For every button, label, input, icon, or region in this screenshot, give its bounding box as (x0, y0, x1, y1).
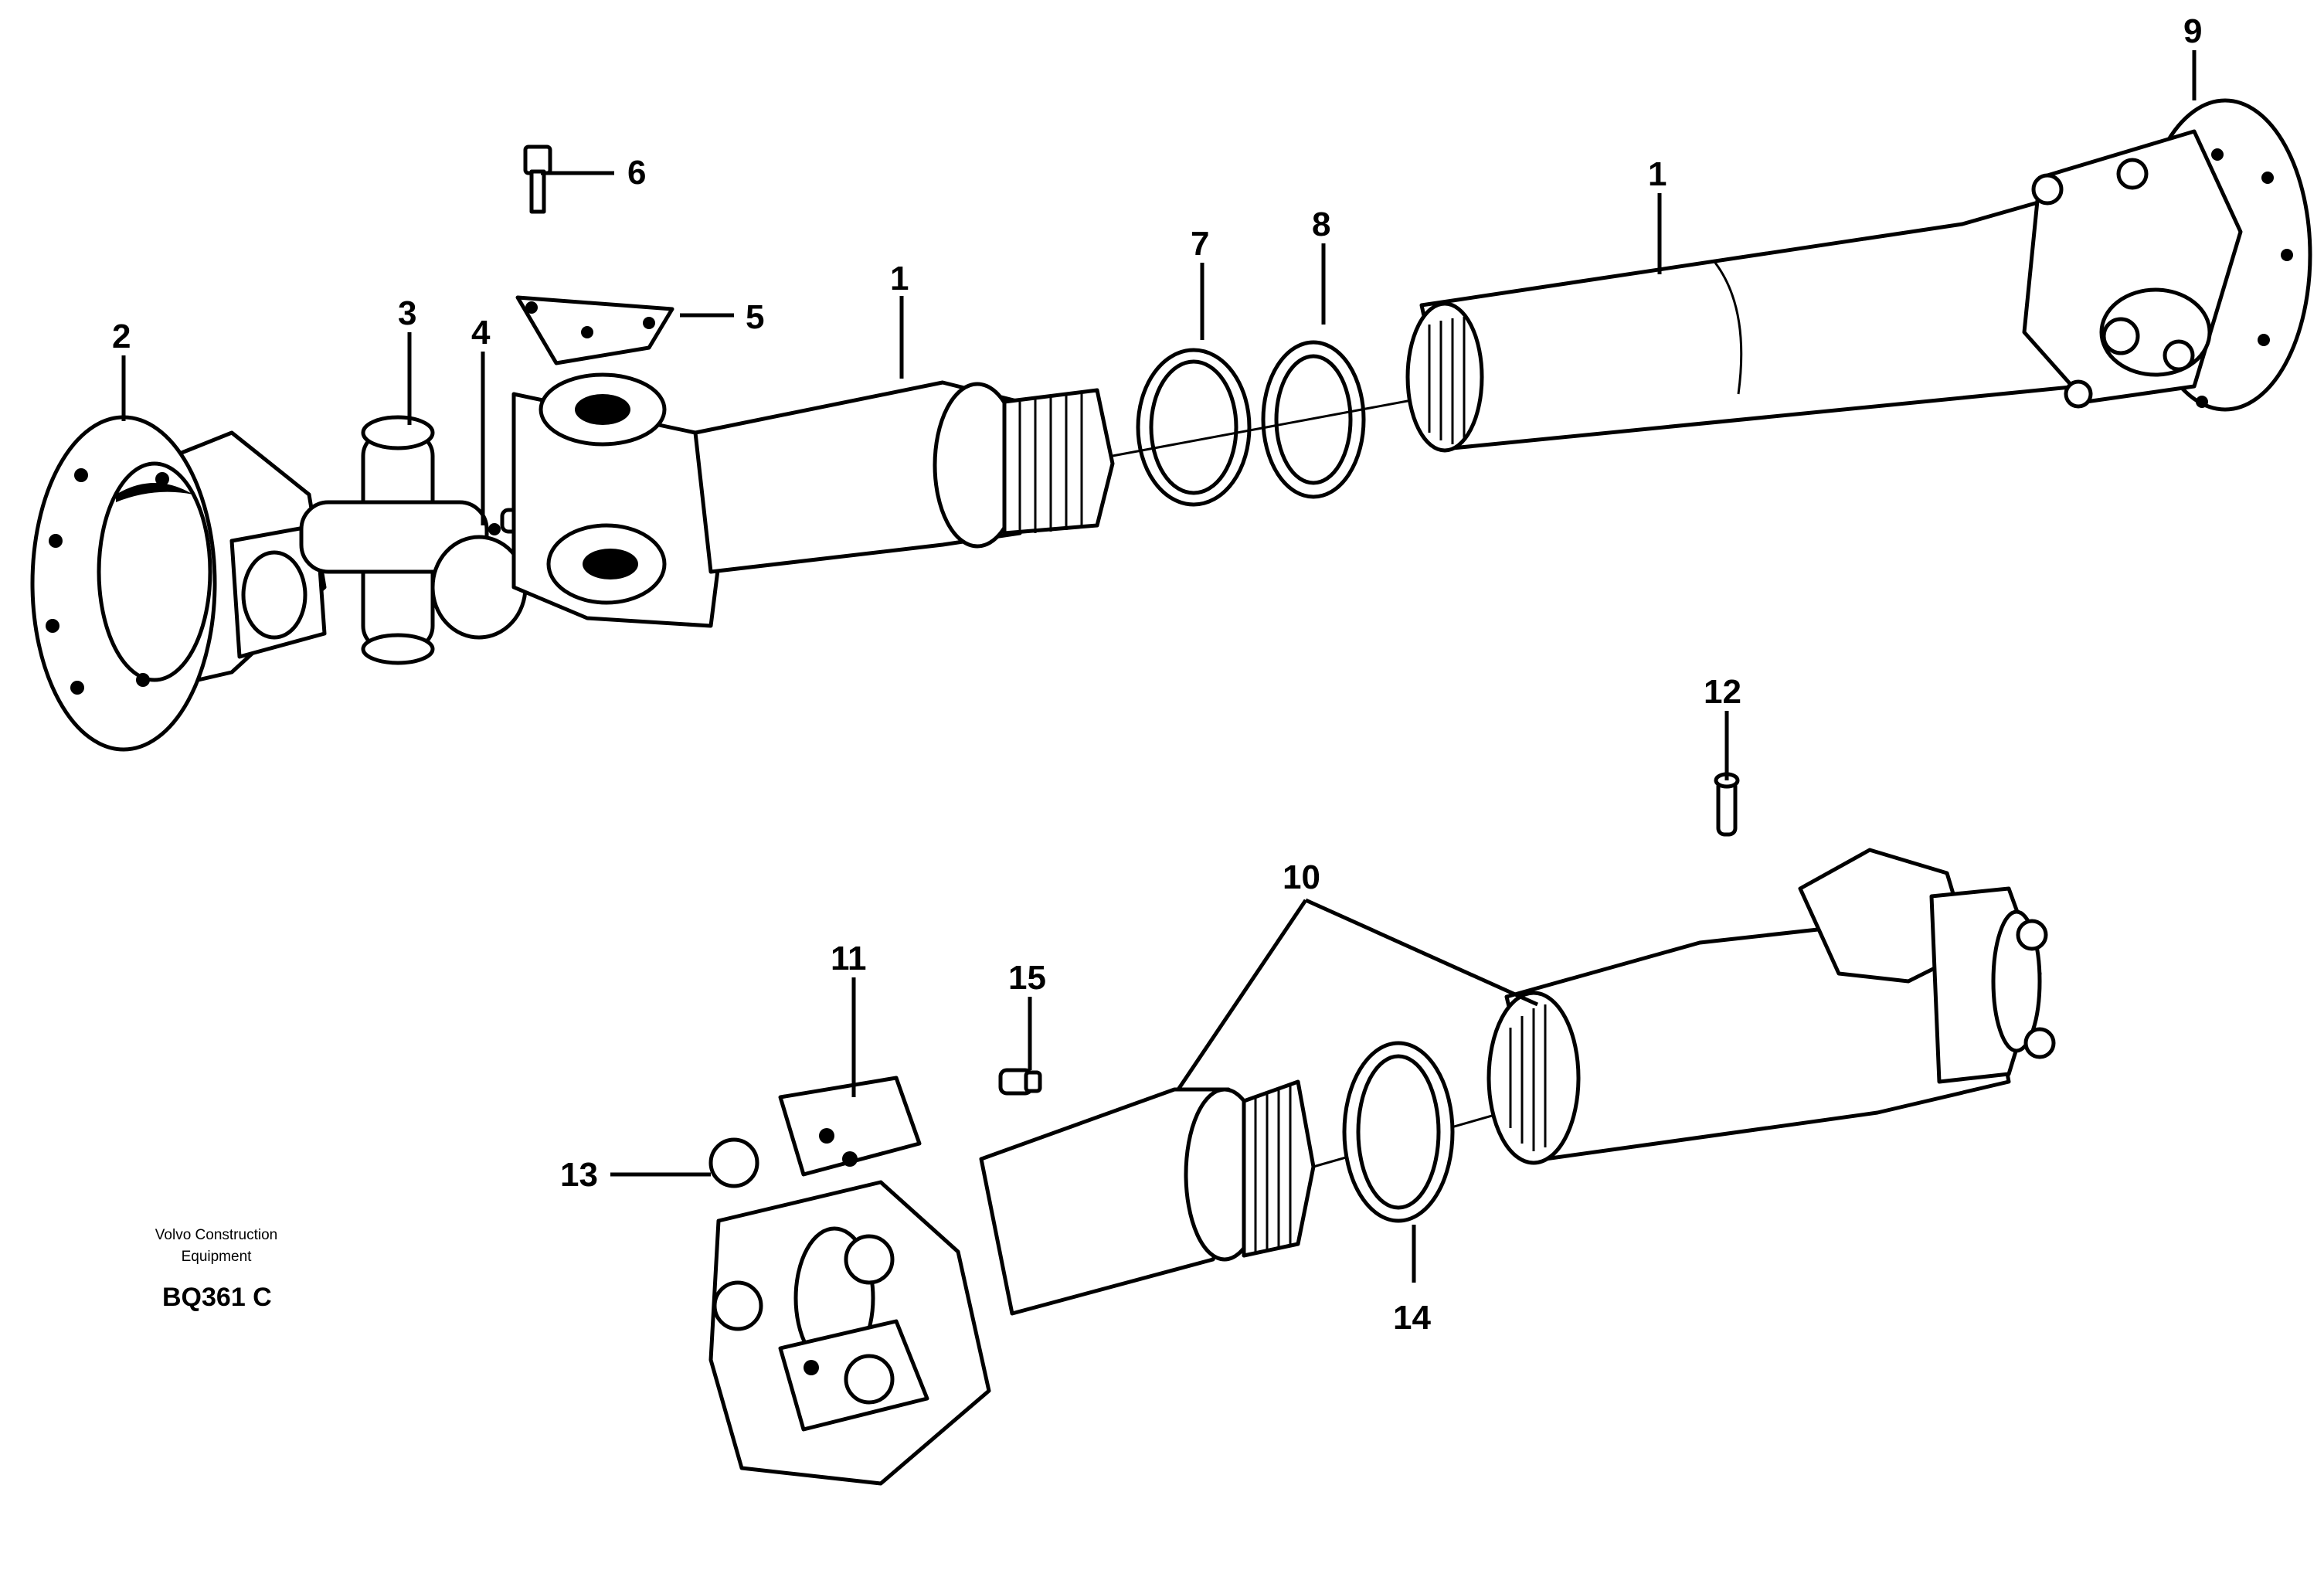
grease-nipple-lower (998, 1068, 1042, 1096)
brand-caption: Volvo Construction Equipment (116, 1225, 317, 1268)
brand-line-1: Volvo Construction (155, 1227, 278, 1243)
callout-11: 11 (831, 940, 867, 977)
slip-yoke-shaft-left (511, 372, 1115, 628)
callout-2: 2 (112, 318, 131, 355)
flange-yoke-end (2022, 98, 2312, 412)
dust-cover-lower (1342, 1041, 1455, 1223)
callout-5: 5 (746, 298, 764, 336)
splined-shaft-left (979, 1079, 1316, 1316)
callout-14: 14 (1393, 1299, 1431, 1337)
tube-yoke-right (1486, 848, 2056, 1165)
callout-leaders (121, 50, 2197, 1283)
callout-6: 6 (627, 154, 646, 192)
callout-labels: 1 1 2 3 4 5 6 7 8 9 10 11 12 13 14 15 (112, 12, 2202, 1337)
callout-13: 13 (560, 1156, 598, 1194)
brand-line-2: Equipment (181, 1249, 252, 1265)
lower-propeller-shaft (708, 772, 2056, 1486)
universal-joint-cross (299, 415, 528, 665)
flange-yoke (30, 415, 327, 752)
callout-4: 4 (471, 314, 491, 352)
upper-propeller-shaft (30, 98, 2312, 752)
cross-bearing-assembly (708, 1076, 991, 1486)
tube-shaft-right (1405, 191, 2158, 453)
callout-15: 15 (1008, 959, 1046, 997)
dust-cover (1136, 348, 1252, 507)
callout-8: 8 (1312, 206, 1330, 243)
lock-plate (515, 295, 674, 365)
callout-12: 12 (1704, 673, 1741, 711)
callout-1-upper-left: 1 (890, 260, 909, 297)
callout-10: 10 (1283, 858, 1320, 896)
bolt (523, 144, 552, 214)
callout-1-upper-right: 1 (1648, 155, 1667, 193)
grease-nipple-top (1714, 772, 1740, 837)
callout-3: 3 (398, 294, 416, 332)
callout-9: 9 (2183, 12, 2202, 50)
drawing-code: BQ361 C (162, 1283, 272, 1312)
callout-7: 7 (1191, 225, 1209, 263)
